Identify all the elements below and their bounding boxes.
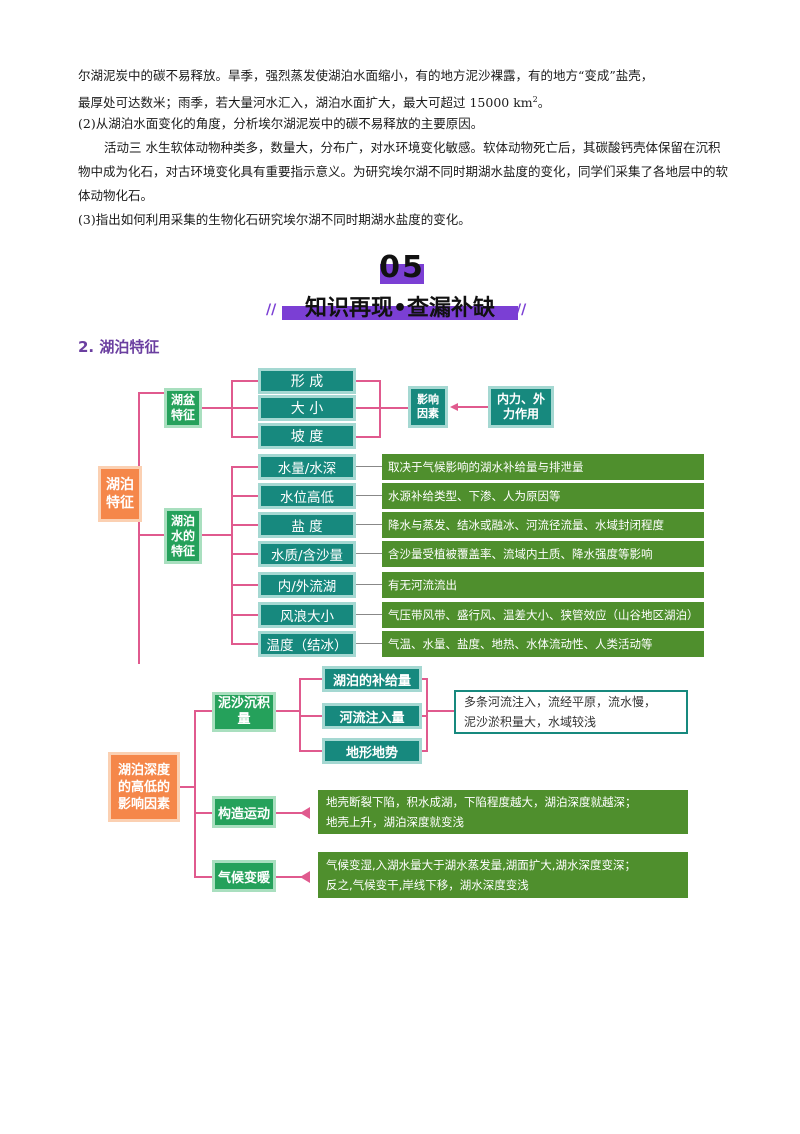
section-number: 05 xyxy=(379,250,425,285)
connector xyxy=(200,407,232,409)
connector xyxy=(420,678,428,680)
connector xyxy=(194,710,212,712)
slash-left-icon: // xyxy=(266,302,277,318)
connector xyxy=(379,407,409,409)
connector xyxy=(231,643,259,645)
connector xyxy=(194,812,212,814)
water-item-name: 水质/含沙量 xyxy=(258,541,356,567)
connector xyxy=(420,750,428,752)
connector xyxy=(231,553,259,555)
water-item-desc: 降水与蒸发、结冰或融冰、河流径流量、水域封闭程度 xyxy=(382,512,704,538)
influence-factor-node: 影响 因素 xyxy=(408,386,448,428)
banner-stripe xyxy=(282,306,518,320)
connector xyxy=(354,495,384,496)
climate-desc: 气候变湿,入湖水量大于湖水蒸发量,湖面扩大,湖水深度变深； 反之,气候变干,岸线… xyxy=(318,852,688,898)
activity-3: 活动三 水生软体动物种类多，数量大，分布广，对水环境变化敏感。软体动物死亡后，其… xyxy=(78,140,729,203)
sediment-node: 泥沙沉积 量 xyxy=(212,692,276,732)
connector xyxy=(299,750,323,752)
connector xyxy=(200,534,232,536)
sediment-note: 多条河流注入，流经平原，流水慢， 泥沙淤积量大，水域较浅 xyxy=(454,690,688,734)
connector xyxy=(354,407,380,409)
force-node: 内力、外 力作用 xyxy=(488,386,554,428)
water-item-desc: 水源补给类型、下渗、人为原因等 xyxy=(382,483,704,509)
connector xyxy=(231,436,259,438)
badge-highlight xyxy=(380,264,424,284)
water-item-name: 内/外流湖 xyxy=(258,572,356,598)
connector xyxy=(138,392,140,664)
connector xyxy=(231,466,259,468)
water-item-desc: 含沙量受植被覆盖率、流域内土质、降水强度等影响 xyxy=(382,541,704,567)
connector xyxy=(420,715,428,717)
text-line-2b: 。 xyxy=(537,95,551,111)
section-banner: // 知识再现•查漏补缺 // xyxy=(262,292,538,324)
water-item-desc: 气压带风带、盛行风、温差大小、狭管效应（山谷地区湖泊） xyxy=(382,602,704,628)
lake-depth-root: 湖泊深度 的高低的 影响因素 xyxy=(108,752,180,822)
basin-features-node: 湖盆 特征 xyxy=(164,388,202,428)
basin-item-formation: 形 成 xyxy=(258,368,356,394)
slash-right-icon: // xyxy=(516,302,527,318)
connector xyxy=(354,584,384,585)
basin-item-size: 大 小 xyxy=(258,395,356,421)
question-2: (2)从湖泊水面变化的角度，分析埃尔湖泥炭中的碳不易释放的主要原因。 xyxy=(78,116,484,131)
water-item-desc: 气温、水量、盐度、地热、水体流动性、人类活动等 xyxy=(382,631,704,657)
connector xyxy=(231,380,259,382)
connector xyxy=(354,380,380,382)
text-line-2a: 最厚处可达数米；雨季，若大量河水汇入，湖泊水面扩大，最大可超过 15000 km xyxy=(78,95,533,111)
connector xyxy=(138,534,166,536)
connector xyxy=(231,495,259,497)
water-item-desc: 有无河流流出 xyxy=(382,572,704,598)
section-number-badge: 05 xyxy=(372,250,432,288)
basin-item-slope: 坡 度 xyxy=(258,423,356,449)
sediment-item-inflow: 河流注入量 xyxy=(322,703,422,729)
water-item-name: 水位高低 xyxy=(258,483,356,509)
connector xyxy=(231,584,259,586)
water-features-node: 湖泊 水的 特征 xyxy=(164,508,202,564)
connector xyxy=(354,643,384,644)
text-line-2: 最厚处可达数米；雨季，若大量河水汇入，湖泊水面扩大，最大可超过 15000 km… xyxy=(78,88,728,115)
connector xyxy=(194,876,212,878)
connector xyxy=(138,392,166,394)
section-title: 2. 湖泊特征 xyxy=(78,338,160,356)
sediment-item-supply: 湖泊的补给量 xyxy=(322,666,422,692)
connector xyxy=(274,710,300,712)
arrow-tectonic-icon xyxy=(300,807,310,819)
tectonic-desc: 地壳断裂下陷，积水成湖，下陷程度越大，湖泊深度就越深； 地壳上升，湖泊深度就变浅 xyxy=(318,790,688,834)
question-3: (3)指出如何利用采集的生物化石研究埃尔湖不同时期湖水盐度的变化。 xyxy=(78,212,471,227)
water-item-name: 风浪大小 xyxy=(258,602,356,628)
connector xyxy=(299,715,323,717)
connector xyxy=(354,614,384,615)
lake-features-root: 湖泊 特征 xyxy=(98,466,142,522)
water-item-name: 水量/水深 xyxy=(258,454,356,480)
connector xyxy=(231,407,259,409)
climate-node: 气候变暖 xyxy=(212,860,276,892)
connector xyxy=(354,466,384,467)
connector xyxy=(274,876,304,878)
connector xyxy=(354,524,384,525)
water-item-desc: 取决于气候影响的湖水补给量与排泄量 xyxy=(382,454,704,480)
connector xyxy=(354,553,384,554)
arrow-head-icon xyxy=(450,403,458,411)
sediment-item-terrain: 地形地势 xyxy=(322,738,422,764)
connector xyxy=(194,710,196,878)
text-line-1: 尔湖泥炭中的碳不易释放。旱季，强烈蒸发使湖泊水面缩小，有的地方泥沙裸露，有的地方… xyxy=(78,68,654,83)
connector xyxy=(299,678,323,680)
connector xyxy=(178,786,196,788)
connector xyxy=(231,524,259,526)
connector xyxy=(274,812,304,814)
banner-title: 知识再现•查漏补缺 xyxy=(304,296,496,321)
connector xyxy=(231,614,259,616)
superscript: 2 xyxy=(532,95,538,104)
arrow-climate-icon xyxy=(300,871,310,883)
tectonic-node: 构造运动 xyxy=(212,796,276,828)
water-item-name: 温度（结冰） xyxy=(258,631,356,657)
water-item-name: 盐 度 xyxy=(258,512,356,538)
connector xyxy=(354,436,380,438)
connector xyxy=(379,380,381,438)
